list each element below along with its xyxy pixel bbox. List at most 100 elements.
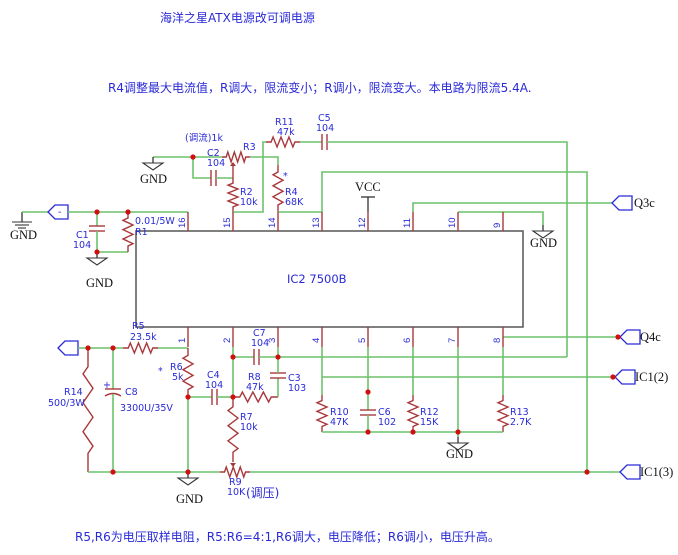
r13-ref: R13 xyxy=(510,407,529,418)
c1-ref: C1 xyxy=(76,230,89,241)
junction-dot xyxy=(110,345,116,351)
input-port-icon xyxy=(57,340,79,356)
gnd-label: GND xyxy=(10,228,37,242)
c2-ref: C2 xyxy=(207,148,220,159)
r11-resistor xyxy=(266,135,300,149)
gnd-label: GND xyxy=(176,492,203,506)
junction-dot xyxy=(110,469,116,475)
r14-ref: R14 xyxy=(64,387,83,398)
gnd-label: GND xyxy=(446,447,473,461)
ground-icon xyxy=(531,230,555,239)
junction-dot xyxy=(365,389,371,395)
r12-resistor xyxy=(406,395,420,432)
r5-ref: R5 xyxy=(132,321,145,332)
pin-number: 2 xyxy=(222,338,233,343)
pin-number: 1 xyxy=(177,338,188,343)
pin-number: 5 xyxy=(357,338,368,343)
r3-value: (调流)1k xyxy=(185,132,223,144)
ic-label: IC2 7500B xyxy=(287,272,347,286)
pin-number: 14 xyxy=(267,217,278,228)
junction-dot xyxy=(610,374,616,380)
r8-ref: R8 xyxy=(248,372,261,383)
note-top: R4调整最大电流值，R调大，限流变小；R调小，限流变大。本电路为限流5.4A. xyxy=(108,80,532,95)
c4-value: 104 xyxy=(205,380,223,391)
port-minus-label: - xyxy=(58,207,61,218)
port-q4c-label: Q4c xyxy=(640,330,661,344)
r13-value: 2.7K xyxy=(510,417,532,428)
r5-value: 23.5k xyxy=(130,332,157,343)
ic2-body xyxy=(135,230,524,328)
junction-dot xyxy=(125,209,131,215)
r10-resistor xyxy=(315,395,329,432)
q4c-port-icon xyxy=(619,329,641,345)
c8-value: 3300U/35V xyxy=(120,403,173,414)
ground-icon xyxy=(141,162,165,171)
r4-resistor xyxy=(271,165,285,212)
pin-number: 10 xyxy=(447,217,458,228)
c7-ref: C7 xyxy=(253,328,266,339)
r1-resistor xyxy=(121,212,135,252)
title: 海洋之星ATX电源改可调电源 xyxy=(160,10,315,25)
r1-value: 0.01/5W xyxy=(135,216,175,227)
wire xyxy=(250,156,279,165)
r14-value: 500/3W xyxy=(48,398,85,409)
r2-resistor xyxy=(226,178,240,212)
c5-ref: C5 xyxy=(318,113,331,124)
junction-dot xyxy=(94,209,100,215)
c3-ref: C3 xyxy=(288,373,301,384)
c8-polarity: + xyxy=(103,380,111,391)
c2-value: 104 xyxy=(207,158,225,169)
pin-number: 13 xyxy=(311,217,322,228)
junction-dot xyxy=(410,429,416,435)
junction-dot xyxy=(230,394,236,400)
junction-dot xyxy=(190,154,196,160)
port-q3c-label: Q3c xyxy=(634,196,655,210)
gnd-label: GND xyxy=(140,172,167,186)
junction-dot xyxy=(275,354,281,360)
r9-wiper-icon xyxy=(230,463,236,467)
r8-value: 47k xyxy=(246,382,264,393)
r3-ref: R3 xyxy=(243,142,256,153)
r7-ref: R7 xyxy=(240,412,253,423)
pin-number: 3 xyxy=(267,338,278,343)
r13-resistor xyxy=(496,395,510,432)
junction-dot xyxy=(615,334,621,340)
ground-icon xyxy=(176,477,200,486)
junction-dot xyxy=(185,394,191,400)
junction-dot xyxy=(85,345,91,351)
r11-value: 47k xyxy=(277,127,295,138)
wire xyxy=(96,231,128,253)
junction-dot xyxy=(365,429,371,435)
r6-mark: * xyxy=(158,366,163,377)
r14-resistor xyxy=(82,348,94,472)
r11-ref: R11 xyxy=(275,117,294,128)
wire xyxy=(278,171,588,472)
r6-ref: R6 xyxy=(170,362,183,373)
ground-icon xyxy=(85,257,109,266)
r3-resistor xyxy=(222,149,250,165)
c3-value: 103 xyxy=(288,383,306,394)
r8-resistor xyxy=(233,390,278,404)
pin-number: 15 xyxy=(222,217,233,228)
r4-ref: R4 xyxy=(285,187,298,198)
r9-resistor xyxy=(220,464,250,480)
pin-number: 8 xyxy=(492,338,503,343)
vcc-label: VCC xyxy=(355,180,381,194)
pin-number: 12 xyxy=(357,217,368,228)
r6-resistor xyxy=(181,348,195,397)
r4-mark: * xyxy=(283,171,288,182)
r6-value: 5k xyxy=(172,372,184,383)
junction-dot xyxy=(185,469,191,475)
junction-dot xyxy=(455,429,461,435)
c6-value: 102 xyxy=(378,417,396,428)
junction-dot xyxy=(584,469,590,475)
gnd-label: GND xyxy=(530,236,557,250)
ic1-2-port-icon xyxy=(614,369,636,385)
r4-value: 68K xyxy=(285,197,304,208)
r7-value: 10k xyxy=(240,422,258,433)
pin-number: 7 xyxy=(447,338,458,343)
r1-ref: R1 xyxy=(135,227,148,238)
r12-value: 15K xyxy=(420,417,439,428)
r7-resistor xyxy=(226,397,240,462)
